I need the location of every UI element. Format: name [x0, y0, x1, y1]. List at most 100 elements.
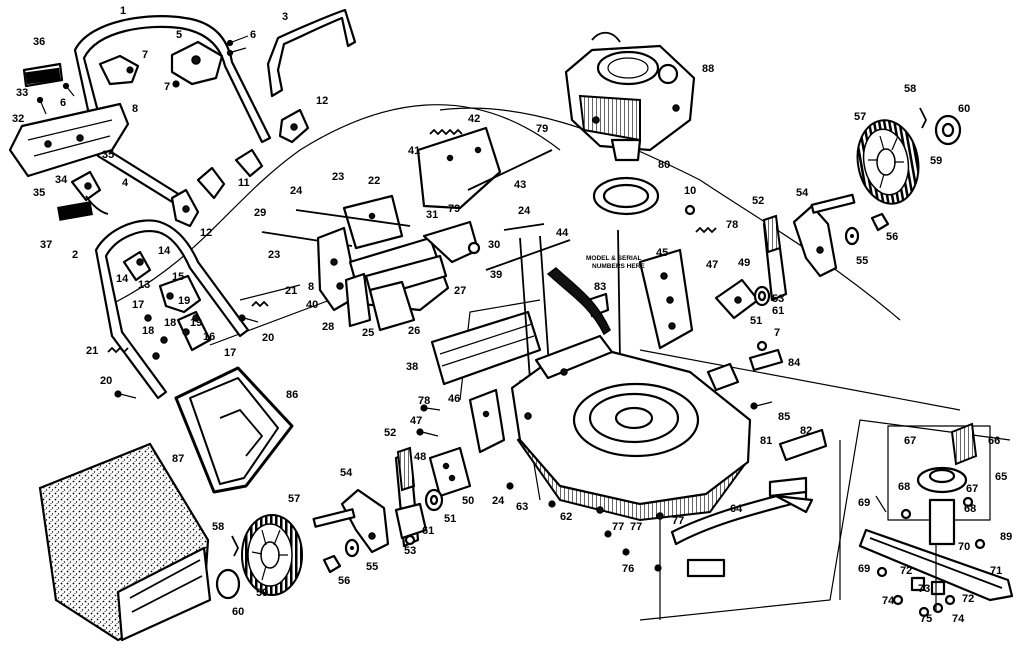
height-plate-50: [428, 446, 472, 498]
part-label: 79: [536, 123, 548, 135]
part-label: 38: [406, 361, 418, 373]
callout-line-2: NUMBERS HERE: [592, 263, 645, 270]
part-label: 80: [658, 159, 670, 171]
part-label: 69: [858, 497, 870, 509]
part-label: 19: [178, 295, 190, 307]
part-label: 40: [306, 299, 318, 311]
axle-bracket-right: [792, 193, 856, 278]
part-label: 56: [886, 231, 898, 243]
part-label: 85: [778, 411, 790, 423]
part-label: 84: [788, 357, 801, 369]
part-label: 48: [414, 451, 426, 463]
part-label: 44: [556, 227, 569, 239]
part-label: 50: [462, 495, 474, 507]
part-label: 83: [594, 281, 606, 293]
part-label: 82: [800, 425, 812, 437]
part-label: 74: [882, 595, 895, 607]
part-label: 22: [368, 175, 380, 187]
part-label: 58: [904, 83, 916, 95]
nut-56-right: [870, 212, 890, 232]
control-box: [8, 102, 130, 178]
upper-handle: [73, 15, 272, 210]
handle-pivot-plates: [122, 250, 212, 360]
bracket-25: [344, 272, 372, 328]
part-label: 36: [33, 36, 45, 48]
washer-51: [424, 488, 444, 512]
part-label: 23: [332, 171, 344, 183]
part-label: 6: [250, 29, 256, 41]
part-label: 20: [100, 375, 112, 387]
part-label: 54: [340, 467, 353, 479]
part-label: 12: [200, 227, 212, 239]
part-label: 8: [308, 281, 314, 293]
rear-bracket-22: [342, 194, 404, 250]
cable-43: [467, 149, 553, 191]
part-label: 77: [612, 521, 624, 533]
washer-55-right: [844, 226, 860, 246]
part-label: 24: [290, 185, 303, 197]
nut-icon: [404, 204, 768, 546]
part-label: 78: [726, 219, 738, 231]
part-label: 37: [40, 239, 52, 251]
blade-adapter-65: [887, 425, 991, 546]
part-label: 62: [560, 511, 572, 523]
part-label: 59: [930, 155, 942, 167]
part-label: 30: [488, 239, 500, 251]
part-label: 54: [796, 187, 809, 199]
nut-56: [322, 554, 342, 574]
blade-bolts: [875, 495, 986, 618]
bracket-49: [714, 278, 760, 320]
engine: [564, 31, 696, 162]
part-label: 60: [958, 103, 970, 115]
grass-bag-frame: [174, 366, 294, 494]
part-label: 47: [410, 415, 422, 427]
part-label: 51: [444, 513, 456, 525]
part-label: 55: [856, 255, 868, 267]
handle-knob: [278, 108, 310, 144]
part-label: 68: [898, 481, 910, 493]
part-label: 10: [684, 185, 696, 197]
wheel-clip-58: [231, 535, 240, 557]
part-label: 27: [454, 285, 466, 297]
part-label: 49: [738, 257, 750, 269]
grass-bag: [38, 442, 212, 642]
part-label: 13: [138, 279, 150, 291]
part-label: 2: [72, 249, 78, 261]
part-label: 60: [232, 606, 244, 618]
part-label: 47: [706, 259, 718, 271]
part-label: 33: [16, 87, 28, 99]
part-label: 87: [172, 453, 184, 465]
part-label: 24: [492, 495, 505, 507]
part-label: 79: [448, 203, 460, 215]
wheel-left: [241, 514, 303, 596]
part-label: 55: [366, 561, 378, 573]
part-label: 71: [990, 565, 1002, 577]
part-label: 88: [702, 63, 714, 75]
part-label: 26: [408, 325, 420, 337]
spring-icon: [107, 300, 269, 354]
height-lever-right: [762, 214, 788, 302]
part-label: 25: [362, 327, 374, 339]
rear-baffle-82: [778, 428, 828, 462]
part-label: 86: [286, 389, 298, 401]
part-label: 75: [920, 613, 932, 625]
part-label: 18: [142, 325, 154, 337]
bracket-45: [638, 248, 694, 350]
part-label: 52: [752, 195, 764, 207]
part-label: 46: [448, 393, 460, 405]
part-label: 69: [858, 563, 870, 575]
part-label: 14: [158, 245, 171, 257]
part-label: 78: [418, 395, 430, 407]
mower-deck: [510, 334, 752, 522]
part-label: 77: [672, 515, 684, 527]
bolt-icon: [126, 35, 249, 88]
rear-skirt-38: [430, 310, 542, 386]
wheel-right: [856, 119, 920, 205]
part-label: 53: [772, 293, 784, 305]
part-label: 57: [854, 111, 866, 123]
engine-seal-ring: [592, 176, 660, 216]
part-label: 3: [282, 11, 288, 23]
part-label: 18: [164, 317, 176, 329]
part-label: 14: [116, 273, 129, 285]
part-label: 56: [338, 575, 350, 587]
